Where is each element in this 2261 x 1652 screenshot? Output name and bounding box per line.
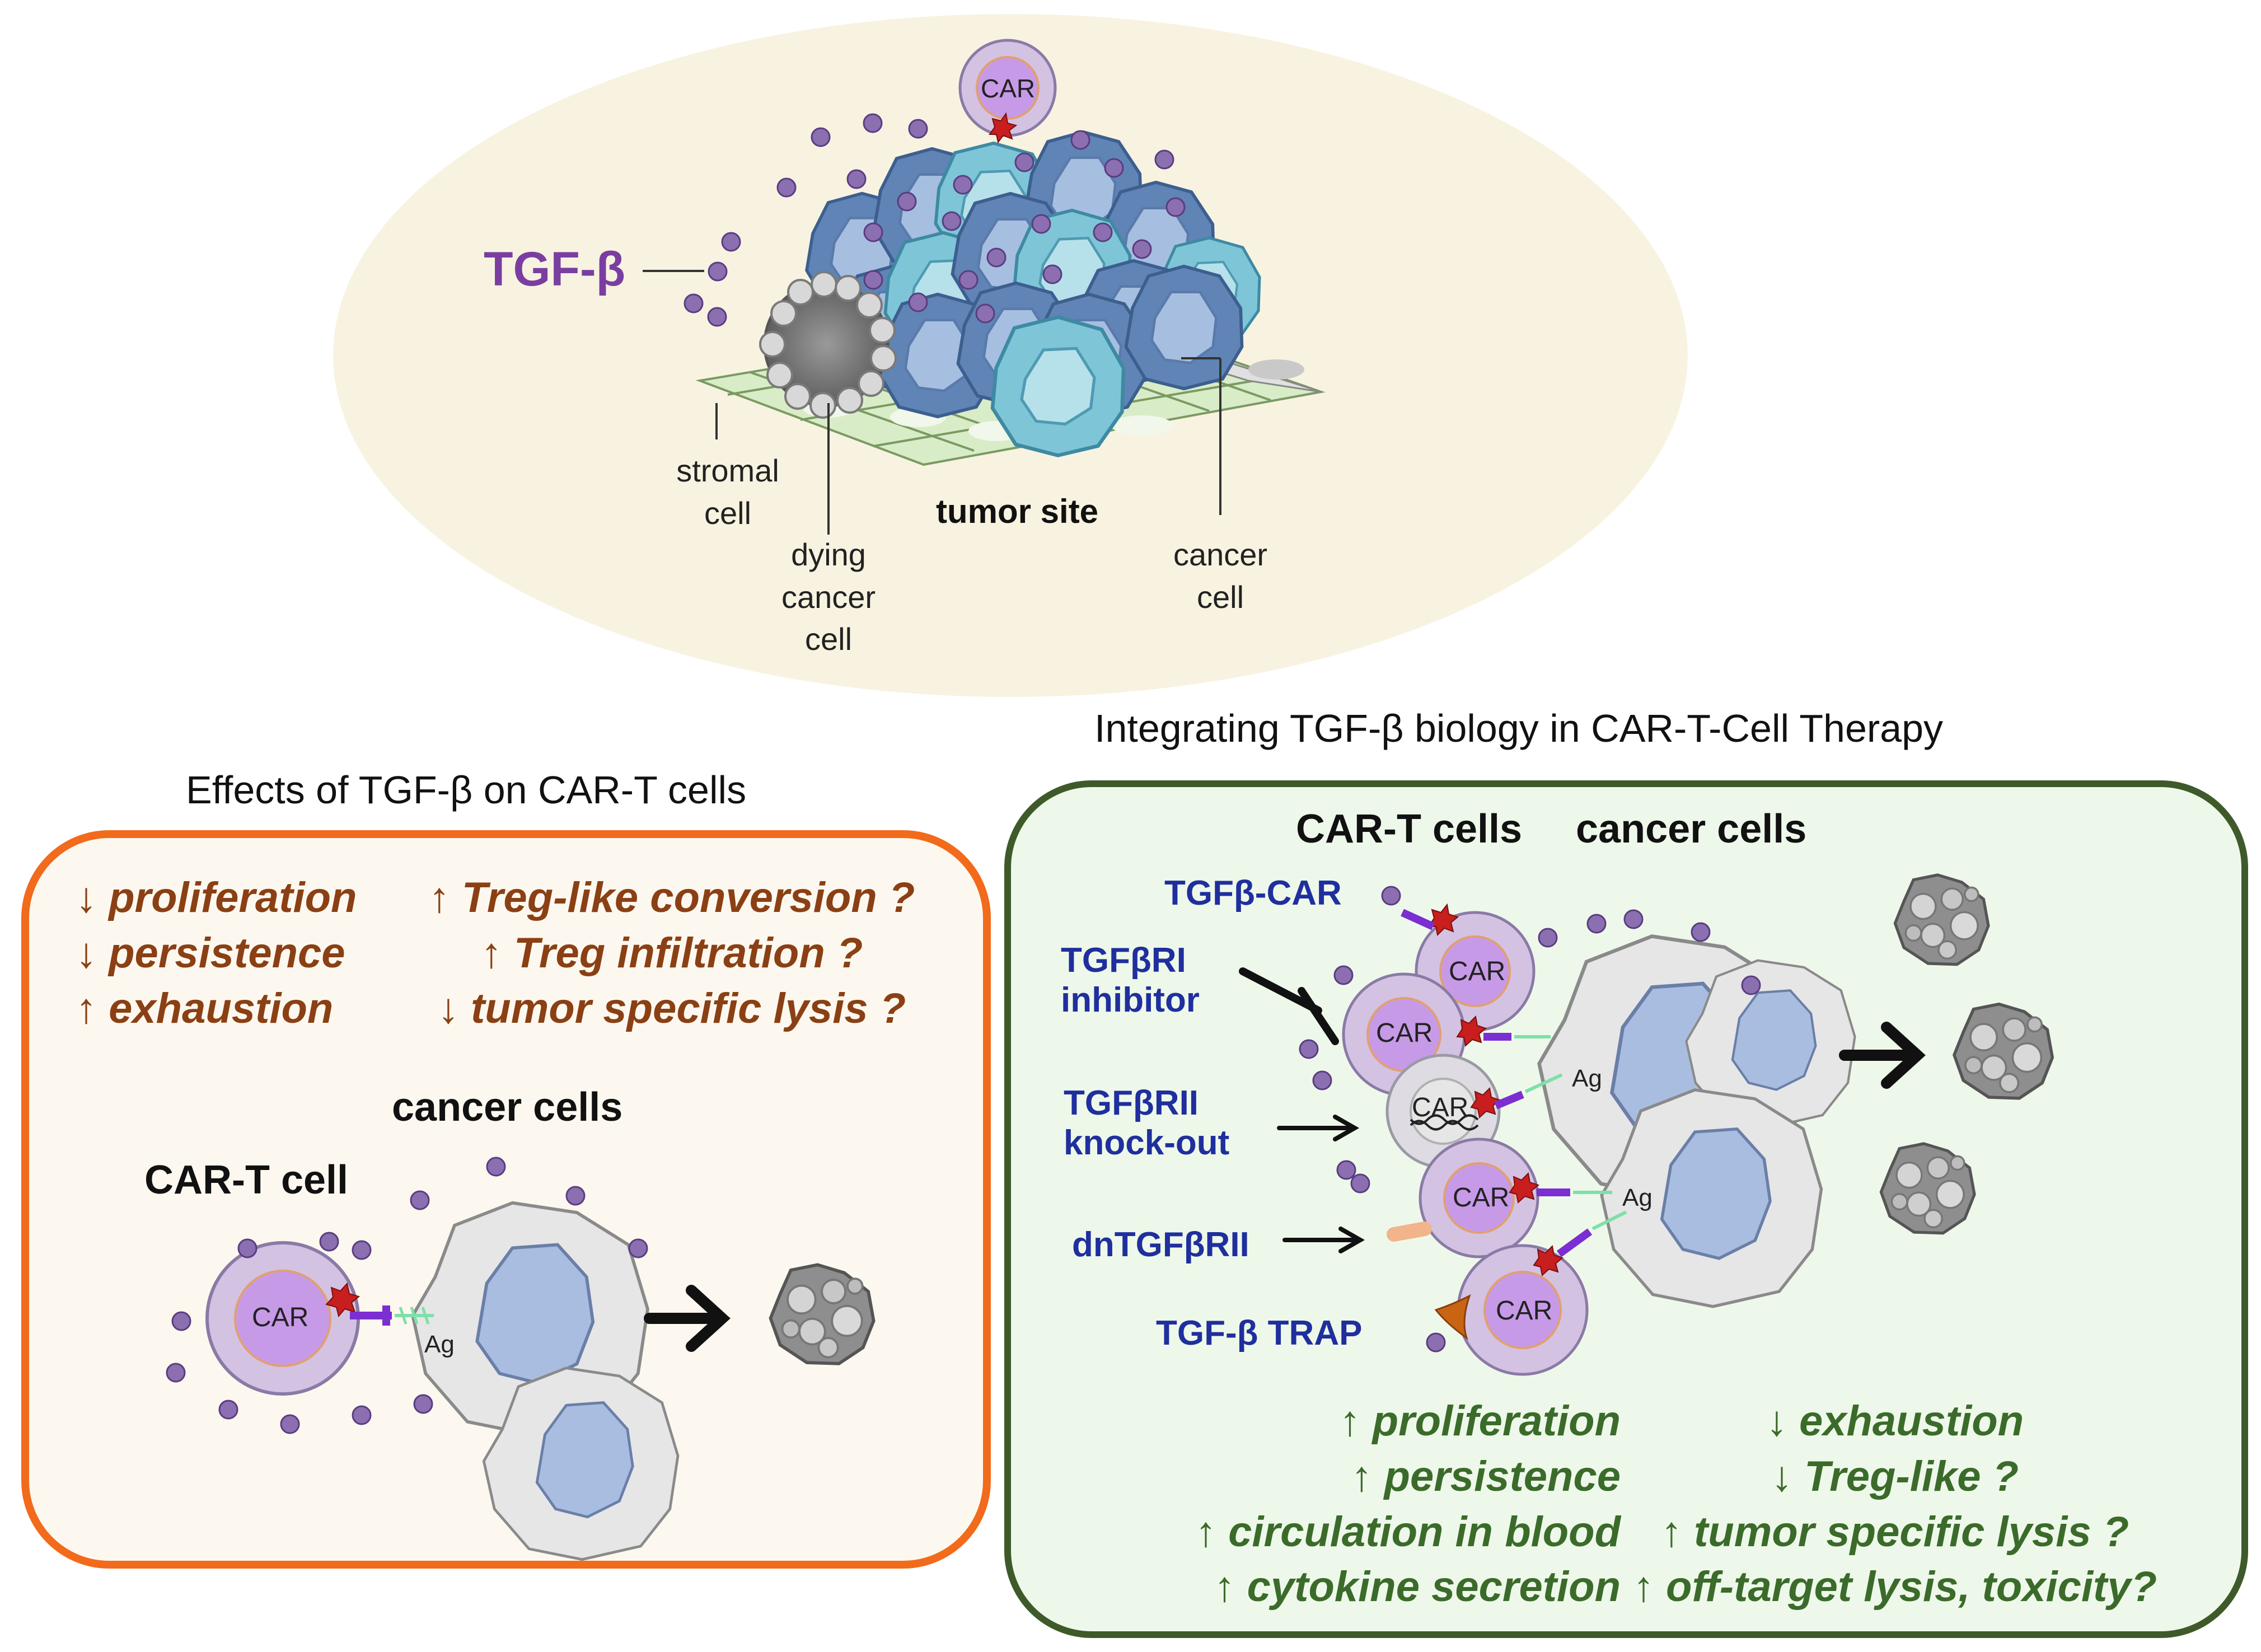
right-outcome-persistence: ↑ persistence bbox=[1351, 1452, 1621, 1500]
right-panel-heading: Integrating TGF-β biology in CAR-T-Cell … bbox=[1094, 706, 1944, 750]
right-outcome-off-target: ↑ off-target lysis, toxicity? bbox=[1632, 1563, 2157, 1611]
right-debris-bottom bbox=[1881, 1144, 1974, 1233]
left-result-arrow bbox=[644, 1285, 731, 1352]
right-outcome-exhaustion: ↓ exhaustion bbox=[1766, 1397, 2024, 1445]
right-outcomes-column-2: ↓ exhaustion ↓ Treg-like ? ↑ tumor speci… bbox=[1587, 1394, 2203, 1615]
right-car-label-2: CAR bbox=[1376, 1018, 1433, 1048]
strategy-arrows bbox=[1239, 967, 1365, 1253]
cancer-line-2: cell bbox=[1196, 579, 1244, 615]
strategy-trap: TGF-β TRAP bbox=[1156, 1314, 1363, 1353]
right-ag-label-2: Ag bbox=[1622, 1184, 1653, 1211]
dying-cancer-cell bbox=[759, 271, 897, 419]
left-debris bbox=[770, 1265, 873, 1364]
left-effects-column-1: ↓ proliferation ↓ persistence ↑ exhausti… bbox=[76, 871, 357, 1036]
left-effect-exhaustion: ↑ exhaustion bbox=[76, 984, 334, 1032]
left-effect-treg-infiltration: ↑ Treg infiltration ? bbox=[480, 929, 863, 977]
top-car-label: CAR bbox=[981, 74, 1036, 103]
right-result-arrow bbox=[1839, 1022, 1926, 1089]
strategy-inhibitor-line-2: inhibitor bbox=[1061, 981, 1200, 1020]
car-t-cell-top bbox=[958, 39, 1057, 144]
right-outcome-tumor-lysis: ↑ tumor specific lysis ? bbox=[1660, 1508, 2129, 1556]
left-effects-column-2: ↑ Treg-like conversion ? ↑ Treg infiltra… bbox=[403, 871, 940, 1036]
cancer-line-1: cancer bbox=[1173, 537, 1268, 572]
strategy-inhibitor-line-1: TGFβRI bbox=[1061, 941, 1186, 980]
right-outcome-treg-like: ↓ Treg-like ? bbox=[1771, 1452, 2019, 1500]
right-debris-middle bbox=[1954, 1004, 2052, 1098]
right-outcomes-column-1: ↑ proliferation ↑ persistence ↑ circulat… bbox=[1117, 1394, 1621, 1615]
dying-line-1: dying bbox=[791, 537, 866, 572]
right-debris-top bbox=[1895, 875, 1988, 965]
tgf-beta-label: TGF-β bbox=[484, 242, 626, 296]
right-car-label-4: CAR bbox=[1453, 1183, 1510, 1213]
strategy-knockout-line-1: TGFβRII bbox=[1064, 1084, 1199, 1122]
stromal-cell-label: stromal cell bbox=[661, 450, 795, 534]
top-pointer-lines bbox=[643, 270, 1221, 535]
strategy-dn: dnTGFβRII bbox=[1072, 1225, 1249, 1264]
right-car-t-cells-label: CAR-T cells bbox=[1296, 807, 1523, 851]
right-ag-label-1: Ag bbox=[1572, 1065, 1602, 1092]
right-outcome-cytokine: ↑ cytokine secretion bbox=[1214, 1563, 1621, 1611]
left-car-t-cell bbox=[205, 1241, 434, 1396]
strategy-knockout-line-2: knock-out bbox=[1064, 1124, 1230, 1163]
strategy-inhibitor: TGFβRI inhibitor bbox=[1061, 940, 1200, 1021]
right-car-label-3: CAR bbox=[1412, 1093, 1469, 1122]
left-cancer-cells-label: cancer cells bbox=[392, 1085, 623, 1130]
left-car-t-cell-label: CAR-T cell bbox=[144, 1158, 349, 1202]
tumor-site-label: tumor site bbox=[936, 493, 1099, 530]
right-cancer-cells-label: cancer cells bbox=[1576, 807, 1807, 851]
left-effect-tumor-lysis: ↓ tumor specific lysis ? bbox=[437, 984, 906, 1032]
left-ag-label: Ag bbox=[424, 1331, 455, 1358]
dying-line-2: cancer bbox=[781, 579, 876, 615]
left-effect-proliferation: ↓ proliferation bbox=[76, 874, 357, 921]
stromal-line-1: stromal bbox=[676, 453, 779, 488]
cancer-cell-label: cancer cell bbox=[1153, 533, 1288, 618]
strategy-knockout: TGFβRII knock-out bbox=[1064, 1083, 1229, 1163]
right-car-label-5: CAR bbox=[1496, 1296, 1553, 1326]
left-panel-heading: Effects of TGF-β on CAR-T cells bbox=[186, 768, 747, 812]
left-effect-persistence: ↓ persistence bbox=[76, 929, 345, 977]
left-car-label: CAR bbox=[252, 1303, 309, 1332]
right-car-label-1: CAR bbox=[1449, 957, 1506, 986]
stromal-line-2: cell bbox=[704, 495, 752, 531]
dying-cancer-cell-label: dying cancer cell bbox=[761, 533, 896, 661]
dying-line-3: cell bbox=[804, 621, 853, 657]
right-outcome-proliferation: ↑ proliferation bbox=[1339, 1397, 1621, 1445]
trap-crescent bbox=[1434, 1294, 1471, 1340]
right-outcome-circulation: ↑ circulation in blood bbox=[1195, 1508, 1621, 1556]
car-t-cell-trap bbox=[1457, 1210, 1627, 1376]
left-effect-treg-conversion: ↑ Treg-like conversion ? bbox=[428, 874, 915, 921]
car-t-cell-dn bbox=[1387, 1138, 1612, 1258]
right-car-t-cells bbox=[1342, 903, 1627, 1376]
strategy-tgfb-car: TGFβ-CAR bbox=[1164, 874, 1342, 912]
